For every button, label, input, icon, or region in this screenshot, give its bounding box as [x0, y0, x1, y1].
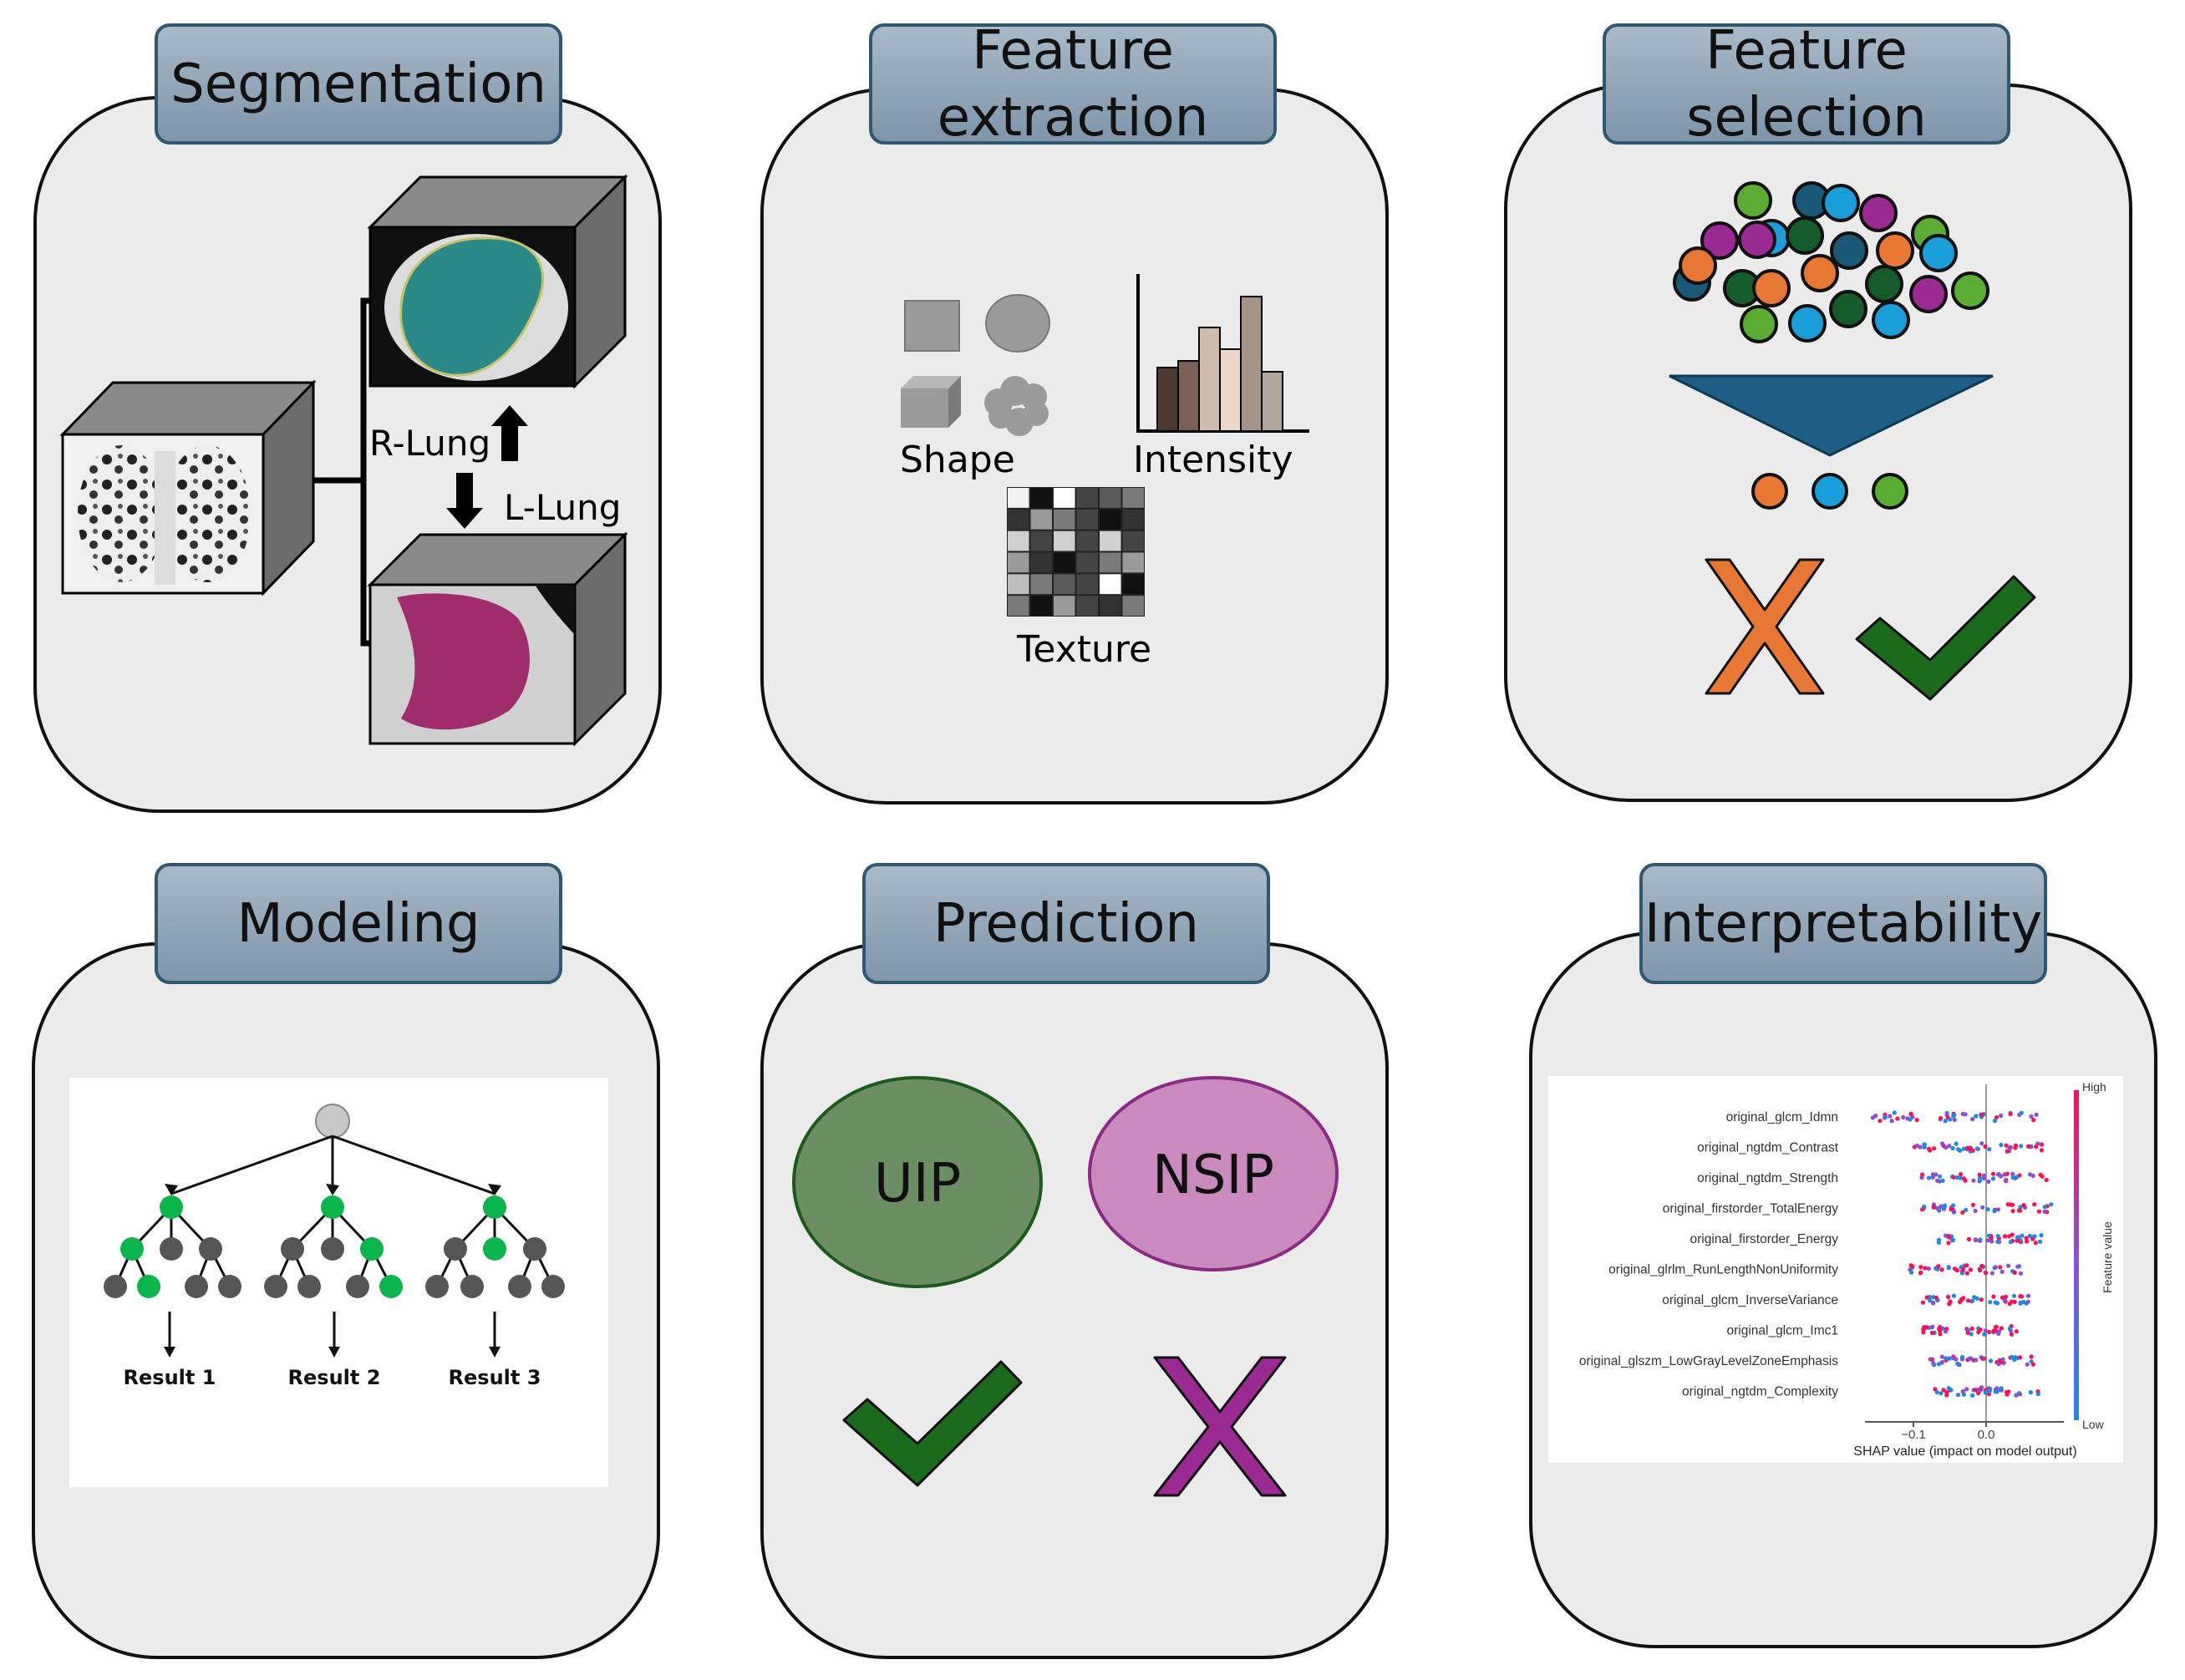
shape-icons: [901, 294, 1050, 436]
shap-feature-label: original_glrlm_RunLengthNonUniformity: [1608, 1263, 1838, 1277]
shap-figure: [1548, 1076, 2123, 1463]
result-label-2: Result 2: [288, 1366, 381, 1389]
shap-xlabel: SHAP value (impact on model output): [1853, 1444, 2076, 1459]
feature-extraction-title: Feature extraction: [869, 20, 1277, 149]
shap-feature-labels: original_glcm_Idmn original_ngtdm_Contras…: [1579, 1110, 1839, 1399]
nsip-x-icon: [1153, 1356, 1287, 1497]
shap-xtick-zero: 0.0: [1978, 1428, 1995, 1442]
result-label-1: Result 1: [124, 1366, 216, 1389]
accept-check-icon: [1855, 575, 2036, 701]
left-lung-cube: [367, 531, 628, 747]
intensity-histogram: [1136, 274, 1309, 433]
modeling-title: Modeling: [155, 863, 562, 984]
shap-feature-label: original_ngtdm_Strength: [1697, 1171, 1838, 1185]
shap-xtick-neg: −0.1: [1901, 1428, 1926, 1442]
shap-feature-label: original_firstorder_Energy: [1690, 1232, 1839, 1246]
shap-feature-label: original_glcm_InverseVariance: [1662, 1293, 1838, 1307]
right-lung-cube: [367, 174, 628, 389]
shap-feature-label: original_glszm_LowGrayLevelZoneEmphasis: [1579, 1354, 1838, 1368]
uip-label: UIP: [874, 1153, 961, 1215]
uip-check-icon: [842, 1360, 1023, 1487]
shap-feature-label: original_ngtdm_Contrast: [1697, 1141, 1839, 1155]
texture-matrix: [1007, 487, 1145, 617]
prediction-panel: [760, 942, 1389, 1659]
shap-colorbar-label: Feature value: [2101, 1221, 2114, 1293]
l-lung-label: L-Lung: [504, 487, 621, 528]
intensity-label: Intensity: [1133, 439, 1293, 481]
shap-colorbar: [2074, 1090, 2079, 1420]
feature-selection-title: Feature selection: [1603, 20, 2010, 149]
shap-feature-label: original_glcm_Idmn: [1726, 1110, 1838, 1124]
shap-feature-label: original_firstorder_TotalEnergy: [1663, 1202, 1838, 1216]
uip-ellipse: [792, 1076, 1043, 1288]
result-label-3: Result 3: [449, 1366, 541, 1389]
random-forest-trees: Result 1 Result 2 Result 3: [104, 1104, 565, 1389]
shap-feature-label: original_glcm_Imc1: [1726, 1324, 1838, 1338]
segmentation-title: Segmentation: [155, 23, 562, 145]
r-lung-label: R-Lung: [369, 423, 490, 464]
down-arrow: [446, 473, 483, 529]
shap-feature-label: original_ngtdm_Complexity: [1682, 1385, 1838, 1399]
selected-features: [1751, 473, 1908, 510]
nsip-label: NSIP: [1152, 1145, 1274, 1206]
shap-colorbar-high: High: [2082, 1080, 2106, 1094]
texture-label: Texture: [1016, 628, 1151, 671]
nsip-ellipse: [1088, 1076, 1339, 1271]
reject-x-icon: [1705, 558, 1825, 695]
shape-label: Shape: [900, 439, 1015, 481]
up-arrow: [491, 405, 528, 461]
feature-cloud: [1673, 181, 1989, 343]
feature-extraction-panel: [760, 88, 1389, 804]
shap-colorbar-low: Low: [2082, 1418, 2105, 1431]
interpretability-title: Interpretability: [1639, 863, 2047, 984]
selection-funnel: [1669, 374, 1994, 457]
shap-points: [1870, 1110, 2054, 1398]
chest-ct-cube: [59, 379, 317, 596]
prediction-title: Prediction: [862, 863, 1270, 984]
